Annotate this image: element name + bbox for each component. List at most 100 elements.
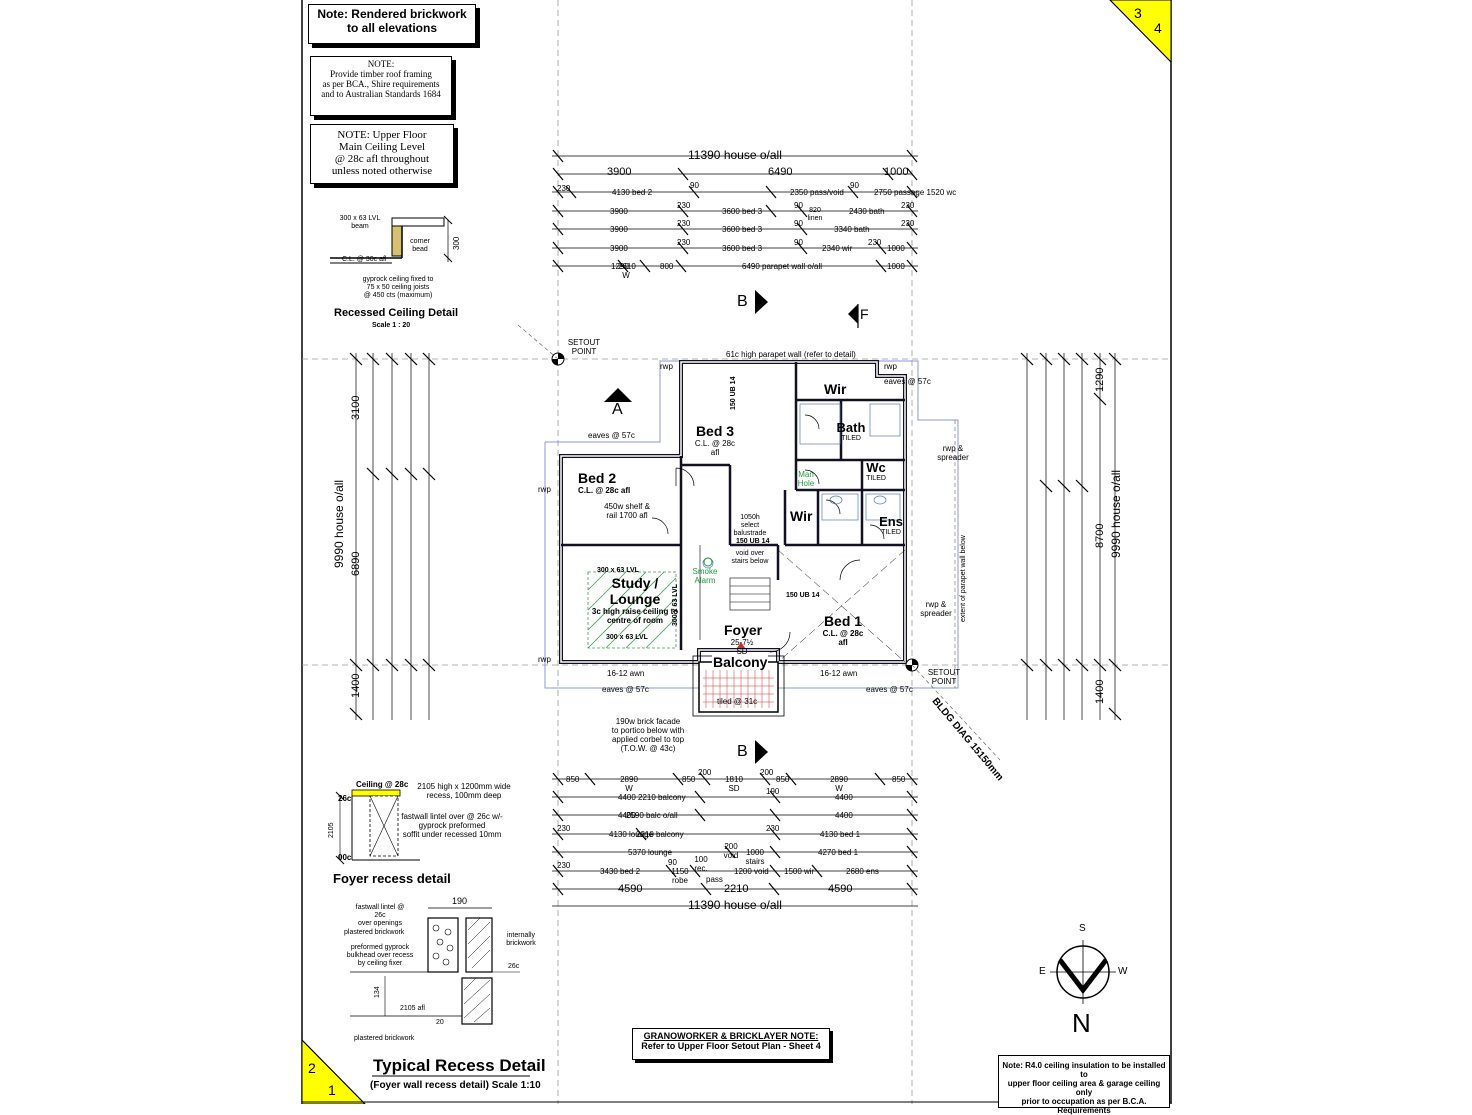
top-row3-3900: 3900 (610, 225, 628, 234)
label-eaves-top-left: eaves @ 57c (588, 431, 635, 440)
label-eaves-top-right: eaves @ 57c (884, 377, 931, 386)
room-wir-1: Wir (824, 381, 847, 397)
label-setout-point-bottom: SETOUT POINT (927, 668, 961, 686)
label-lvl-beam: 300 x 63 LVL beam (339, 215, 381, 230)
bot-row2-balcony: 4400 2210 balcony (618, 793, 686, 802)
top-row2-bed3: 3600 bed 3 (722, 207, 763, 216)
label-setout-point-top: SETOUT POINT (567, 338, 601, 356)
label-parapet-extent: extent of parapet wall below (960, 535, 967, 622)
dim-top-1000: 1000 (884, 166, 909, 178)
top-row2-bath: 2430 bath (849, 207, 885, 216)
label-lvl-study-right: 300 x 63 LVL (672, 584, 679, 626)
label-smoke-alarm: Smoke Alarm (692, 567, 718, 585)
label-2105-afl: 2105 afl (400, 1005, 425, 1012)
label-rwp-2: rwp (884, 362, 897, 371)
room-bed-2: Bed 2 C.L. @ 28c afl (578, 470, 631, 495)
label-man-hole: Man Hole (797, 470, 815, 488)
room-wir-2: Wir (790, 508, 813, 524)
label-rwp-3: rwp (538, 485, 551, 494)
typical-recess-graphic (350, 907, 530, 1077)
label-void-stairs: void over stairs below (731, 550, 769, 565)
top-row2-230b: 230 (901, 201, 915, 210)
label-plastered-brickwork-1: plastered brickwork (344, 929, 405, 936)
dim-house-depth-left: 9990 house o/all (332, 479, 346, 568)
label-rwp-4: rwp (538, 655, 551, 664)
bot-row6-void: 1200 void (734, 867, 769, 876)
corner-number-1: 1 (328, 1082, 336, 1098)
dim-right-8700: 8700 (1094, 523, 1106, 548)
note-groundworker: GRANOWORKER & BRICKLAYER NOTE: Refer to … (632, 1028, 830, 1060)
dim-house-depth-right: 9990 house o/all (1109, 469, 1123, 558)
bot-row1-2890b: 2890 W (830, 775, 848, 793)
top-row2-3900: 3900 (610, 207, 628, 216)
top-row4-1000: 1000 (887, 244, 905, 253)
top-row4-230b: 230 (868, 238, 882, 247)
label-corner-bead: corner bead (410, 238, 430, 253)
top-row4-90: 90 (794, 238, 803, 247)
bot-row4-bed1: 4130 bed 1 (820, 830, 861, 839)
bot-row6-pass: pass (706, 875, 723, 884)
section-marker-f: F (860, 306, 869, 322)
label-26c: 26c (338, 794, 352, 803)
bot-row4-lounge: 4130 lounge (609, 830, 654, 839)
bot-row3-balc: 2590 balc o/all (626, 811, 678, 820)
bot-row4-230b: 230 (766, 824, 780, 833)
top-row5-2610: 2610 W (618, 262, 636, 280)
dim-300: 300 (452, 236, 461, 250)
room-bed-1: Bed 1 C.L. @ 28c afl (822, 613, 864, 647)
bot-row1-200a: 200 (698, 768, 712, 777)
corner-number-2: 2 (308, 1060, 316, 1076)
top-row1-90b: 90 (850, 181, 859, 190)
dim-right-1400: 1400 (1094, 679, 1106, 704)
label-plastered-brickwork-2: plastered brickwork (354, 1035, 415, 1042)
label-lvl-study: 300 x 63 LVL (606, 634, 648, 641)
dim-top-6490: 6490 (768, 166, 793, 178)
bot-row5-lounge: 5370 lounge (628, 848, 673, 857)
label-rwp-1: rwp (660, 362, 673, 371)
bot-row6-90: 90 (668, 858, 677, 867)
label-balcony-tiled: tiled @ 31c (717, 697, 758, 706)
dim-20: 20 (436, 1019, 444, 1026)
top-row5-1000: 1000 (887, 262, 905, 271)
compass-n: N (1072, 1008, 1091, 1038)
dim-190: 190 (452, 896, 468, 906)
label-typical-26c: 26c (508, 963, 520, 970)
top-row2-90: 90 (794, 201, 803, 210)
room-bath: Bath TILED (836, 420, 866, 442)
label-eaves-bottom-right: eaves @ 57c (866, 685, 913, 694)
dim-left-6890: 6890 (350, 551, 362, 576)
label-parapet-wall: 61c high parapet wall (refer to detail) (726, 350, 856, 359)
dim-left-1400: 1400 (350, 673, 362, 698)
section-marker-b-bottom: B (737, 743, 748, 760)
top-row5-800: 800 (660, 262, 674, 271)
compass-s: S (1079, 923, 1086, 934)
room-balcony: Balcony (712, 654, 769, 670)
upper-floor-plan (517, 290, 1001, 764)
top-row4-wir: 2340 wir (822, 244, 853, 253)
foyer-recess-graphic (335, 789, 420, 865)
room-foyer: Foyer 25-7½ SD (724, 622, 763, 656)
foyer-recess-title: Foyer recess detail (333, 871, 451, 886)
label-eaves-bottom-left: eaves @ 57c (602, 685, 649, 694)
section-marker-b-top: B (737, 293, 748, 310)
dim-house-width-top: 11390 house o/all (688, 148, 782, 162)
bot-row1-850b: 850 (682, 775, 696, 784)
bot-row6-ens: 2680 ens (846, 867, 879, 876)
bot-row5-bed1: 4270 bed 1 (818, 848, 859, 857)
top-row4-bed3: 3600 bed 3 (722, 244, 763, 253)
dim-134: 134 (374, 986, 381, 998)
top-row3-230b: 230 (901, 219, 915, 228)
dim-right-1290: 1290 (1094, 367, 1106, 392)
note-fastwall-lintel: fastwall lintel over @ 26c w/-gyprock pr… (401, 812, 503, 839)
label-ub14-foyer: 150 UB 14 (736, 538, 770, 545)
corner-number-3: 3 (1134, 5, 1142, 21)
top-row5-1290: 1290 (611, 262, 629, 271)
bot-row1-850d: 850 (892, 775, 906, 784)
dim-house-width-bottom: 11390 house o/all (688, 898, 782, 912)
dim-left-3100: 3100 (350, 395, 362, 420)
